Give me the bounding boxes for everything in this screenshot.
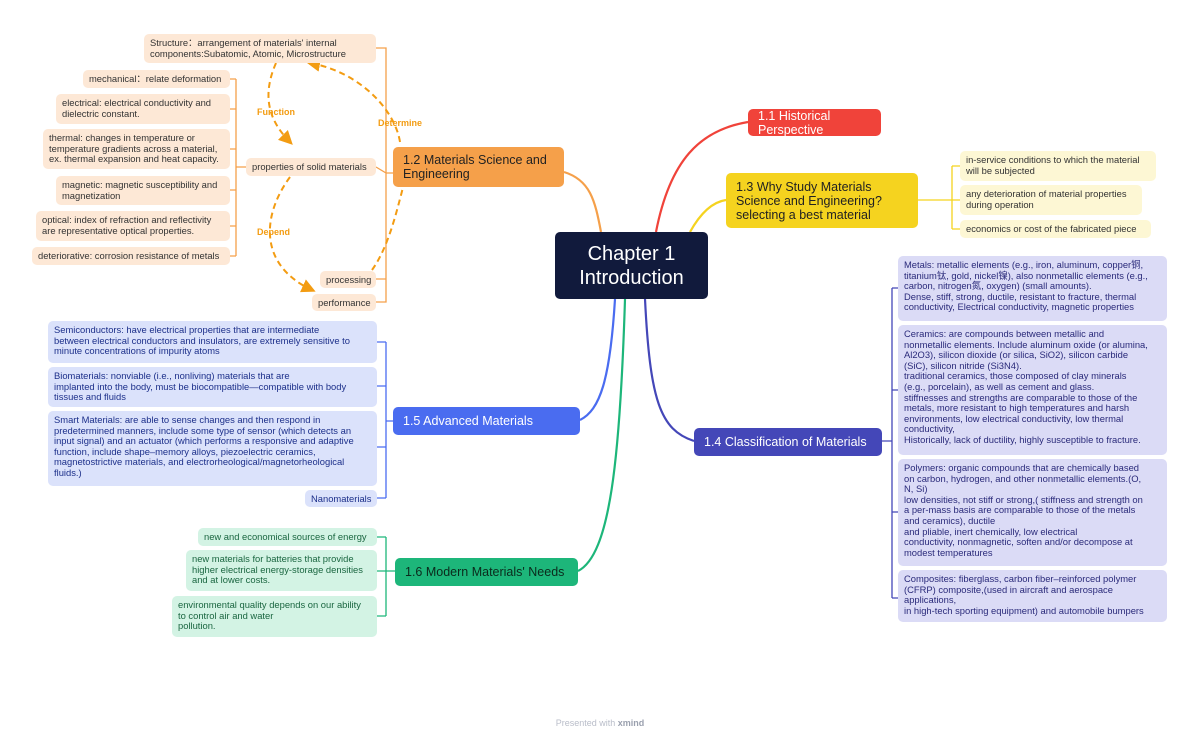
nanomaterials-node[interactable]: Nanomaterials (305, 490, 377, 507)
thermal-property[interactable]: thermal: changes in temperature or tempe… (43, 129, 230, 169)
processing-node[interactable]: processing (320, 271, 376, 288)
topic-materials-science-engineering[interactable]: 1.2 Materials Science and Engineering (393, 147, 564, 187)
why-item[interactable]: in-service conditions to which the mater… (960, 151, 1156, 181)
relation-label-depend: Depend (257, 227, 291, 237)
footer-credit: Presented with xmind (0, 718, 1200, 728)
topic-modern-materials-needs[interactable]: 1.6 Modern Materials' Needs (395, 558, 578, 586)
modern-need-item[interactable]: new and economical sources of energy (198, 528, 377, 546)
biomaterials-node[interactable]: Biomaterials: nonviable (i.e., nonliving… (48, 367, 377, 407)
modern-need-item[interactable]: environmental quality depends on our abi… (172, 596, 377, 637)
optical-property[interactable]: optical: index of refraction and reflect… (36, 211, 230, 241)
relation-label-function: Function (257, 107, 295, 117)
xmind-brand: xmind (617, 718, 645, 728)
why-item[interactable]: any deterioration of material properties… (960, 185, 1142, 215)
modern-need-item[interactable]: new materials for batteries that provide… (186, 550, 377, 591)
properties-node[interactable]: properties of solid materials (246, 158, 376, 176)
relation-label-determine: Determine (378, 118, 423, 128)
polymers-node[interactable]: Polymers: organic compounds that are che… (898, 459, 1167, 566)
ceramics-node[interactable]: Ceramics: are compounds between metallic… (898, 325, 1167, 455)
composites-node[interactable]: Composites: fiberglass, carbon fiber–rei… (898, 570, 1167, 622)
performance-node[interactable]: performance (312, 294, 376, 311)
topic-why-study[interactable]: 1.3 Why Study Materials Science and Engi… (726, 173, 918, 228)
deteriorative-property[interactable]: deteriorative: corrosion resistance of m… (32, 247, 230, 265)
topic-advanced-materials[interactable]: 1.5 Advanced Materials (393, 407, 580, 435)
magnetic-property[interactable]: magnetic: magnetic susceptibility and ma… (56, 176, 230, 205)
why-item[interactable]: economics or cost of the fabricated piec… (960, 220, 1151, 238)
mechanical-property[interactable]: mechanical：relate deformation (83, 70, 230, 88)
semiconductors-node[interactable]: Semiconductors: have electrical properti… (48, 321, 377, 363)
smart-materials-node[interactable]: Smart Materials: are able to sense chang… (48, 411, 377, 486)
electrical-property[interactable]: electrical: electrical conductivity and … (56, 94, 230, 124)
footer-text: Presented with (555, 718, 616, 728)
metals-node[interactable]: Metals: metallic elements (e.g., iron, a… (898, 256, 1167, 321)
central-topic[interactable]: Chapter 1 Introduction (555, 232, 708, 299)
topic-classification[interactable]: 1.4 Classification of Materials (694, 428, 882, 456)
structure-note[interactable]: Structure：arrangement of materials' inte… (144, 34, 376, 63)
topic-historical-perspective[interactable]: 1.1 Historical Perspective (748, 109, 881, 137)
